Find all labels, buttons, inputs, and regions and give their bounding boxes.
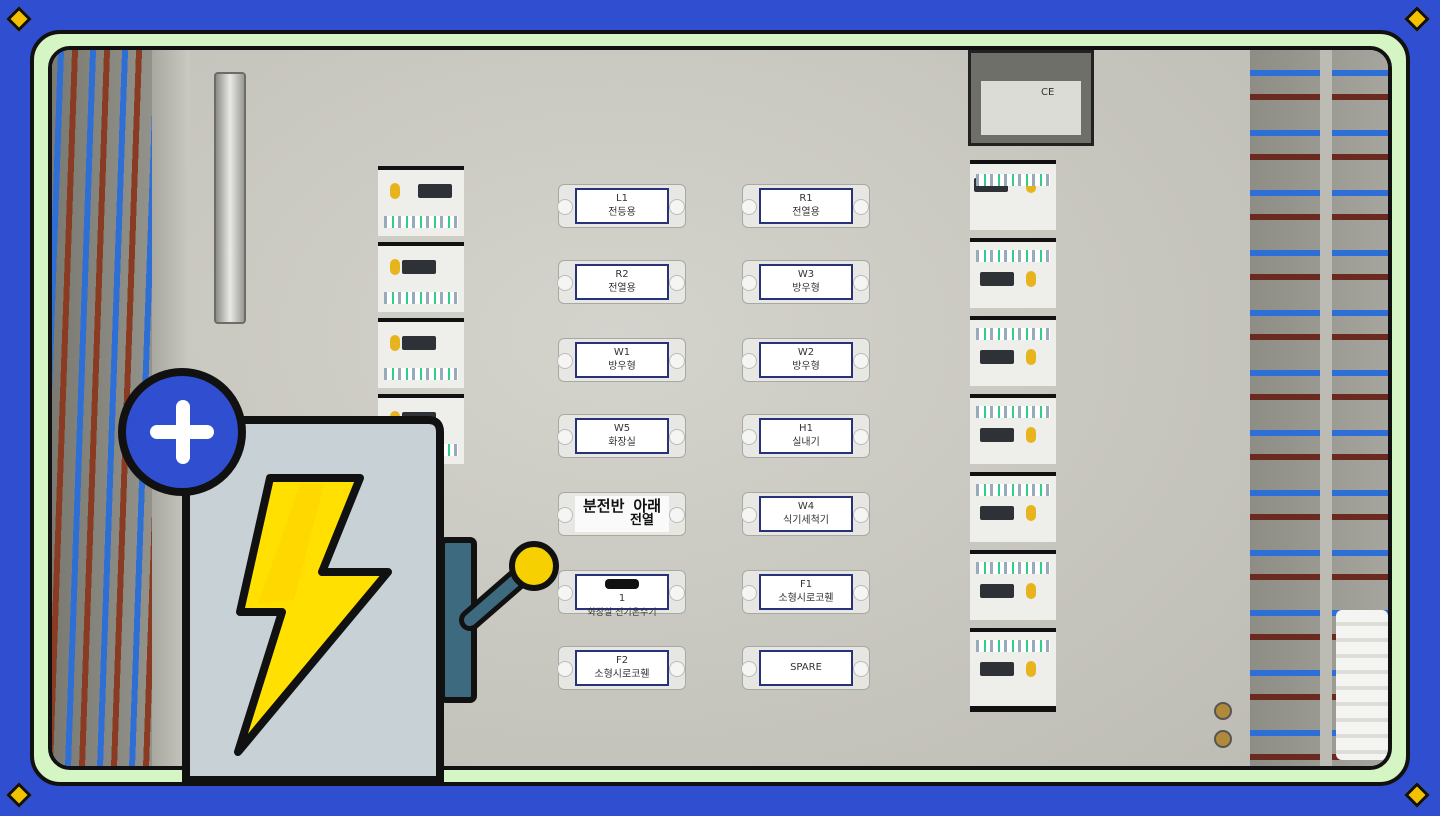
- screw: [1214, 730, 1232, 748]
- corner-diamond-bottom-right: [1404, 782, 1430, 808]
- breaker: [970, 628, 1056, 712]
- meter-mark: CE: [1041, 87, 1055, 98]
- meter-face: [981, 81, 1081, 135]
- breaker: [378, 242, 464, 312]
- breaker: [970, 238, 1056, 308]
- breaker: [378, 318, 464, 388]
- panel-handle: [214, 72, 246, 324]
- breaker: [970, 472, 1056, 542]
- circuit-label-spare: SPARE: [741, 646, 870, 690]
- circuit-label-handwritten: 분전반 아래 전열: [557, 492, 686, 536]
- right-wire-bundle: [1250, 50, 1388, 766]
- screw: [1214, 702, 1232, 720]
- breaker: [970, 316, 1056, 386]
- corner-diamond-top-left: [6, 6, 32, 32]
- corner-diamond-top-right: [1404, 6, 1430, 32]
- corner-diamond-bottom-left: [6, 782, 32, 808]
- breaker: [970, 160, 1056, 230]
- handwritten-note-line2: 전열: [630, 513, 654, 528]
- handwritten-note-line1: 분전반 아래: [582, 497, 662, 515]
- breaker: [970, 394, 1056, 464]
- breaker: [378, 166, 464, 236]
- breaker: [970, 550, 1056, 620]
- panel-door: [190, 50, 1250, 766]
- blacked-out-mark: [605, 579, 639, 589]
- meter-device: CE: [968, 50, 1094, 146]
- cable-connector: [1336, 610, 1388, 760]
- left-wire-bundle: [52, 50, 196, 766]
- breaker: [378, 394, 464, 464]
